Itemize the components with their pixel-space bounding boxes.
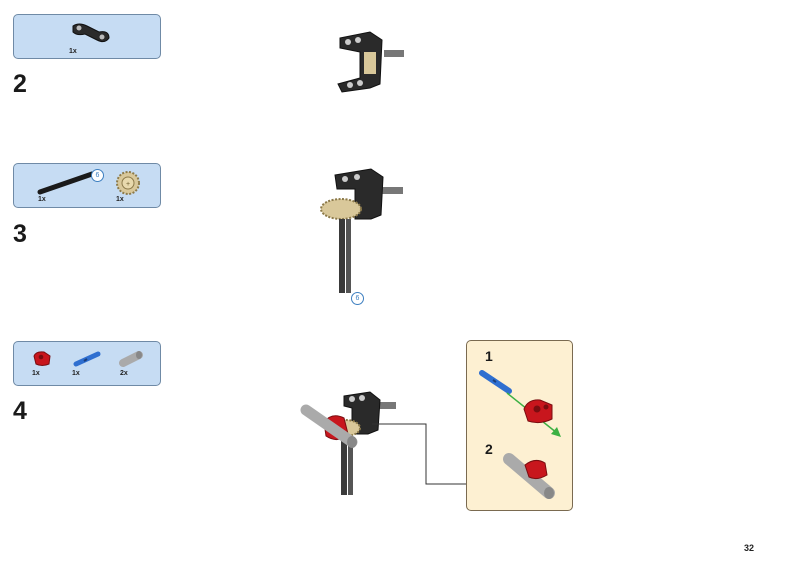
svg-text:+: +: [126, 181, 130, 188]
subassembly-box: 1 2: [466, 340, 573, 511]
gear-icon: +: [116, 171, 140, 195]
part-qty: 2x: [120, 370, 128, 377]
assembly-step-3: [320, 168, 403, 293]
step-number: 3: [13, 220, 27, 248]
parts-box-step-4: 1x 1x 2x: [13, 341, 161, 386]
axle-icon: [37, 171, 95, 195]
page-number: 32: [743, 543, 754, 553]
parts-box-step-3: 6 1x + 1x: [13, 163, 161, 208]
grey-bush-icon: [119, 351, 143, 367]
red-connector-icon: [523, 399, 553, 424]
part-qty: 1x: [69, 48, 77, 55]
axle-length-callout: 6: [351, 292, 364, 305]
blue-pin-icon: [73, 351, 101, 367]
step-number: 2: [13, 70, 27, 98]
callout-leader-line: [372, 423, 466, 485]
part-qty: 1x: [72, 370, 80, 377]
part-qty: 1x: [32, 370, 40, 377]
grey-bush-with-connector-icon: [503, 453, 555, 499]
assembly-step-4: [300, 391, 396, 495]
red-connector-icon: [33, 351, 51, 366]
liftarm-connector-icon: [72, 23, 110, 43]
assembly-step-2: [337, 31, 404, 93]
step-number: 4: [13, 397, 27, 425]
part-qty: 1x: [116, 196, 124, 203]
subassembly-step-number: 2: [485, 441, 493, 457]
part-qty: 1x: [38, 196, 46, 203]
subassembly-step-number: 1: [485, 348, 493, 364]
blue-pin-icon: [479, 370, 512, 394]
parts-box-step-2: 1x: [13, 14, 161, 59]
axle-length-callout: 6: [91, 169, 104, 182]
